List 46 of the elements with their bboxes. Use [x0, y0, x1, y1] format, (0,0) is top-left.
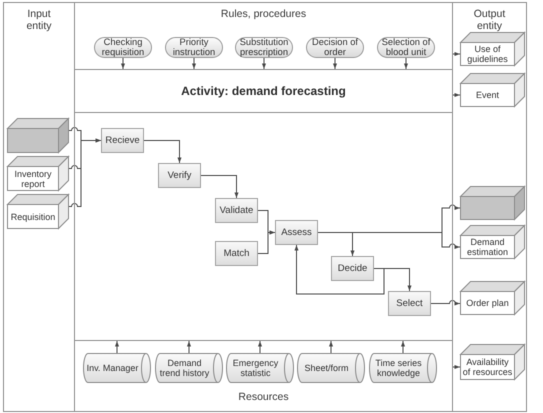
process-step: Select	[388, 291, 431, 316]
arrow	[294, 244, 384, 294]
arrow	[200, 175, 239, 198]
process-step: Validate	[215, 198, 258, 223]
lane-title: Resources	[238, 392, 289, 403]
arrow	[400, 340, 406, 354]
arrow	[328, 340, 334, 354]
process-step: Match	[215, 241, 258, 266]
blank-block	[460, 186, 525, 220]
arrow	[404, 58, 408, 70]
activity-title: Activity: demand forecasting	[181, 84, 346, 98]
arrow	[258, 340, 262, 354]
process-step: Recieve	[101, 128, 144, 153]
arrow	[120, 58, 126, 70]
rule-tag: Checking requisition	[94, 37, 152, 58]
lane-title: Rules, procedures	[220, 9, 306, 20]
arrow	[430, 300, 460, 306]
arrow	[452, 52, 460, 56]
lane-title: Output entity	[472, 9, 506, 32]
arrow	[452, 92, 460, 98]
arrow	[452, 364, 460, 370]
rule-tag: Decision of order	[306, 37, 364, 58]
rule-tag: Priority instruction	[165, 37, 223, 58]
lane-title: Input entity	[25, 9, 53, 32]
arrow	[68, 138, 102, 207]
resource-cylinder: Emergency statistic	[226, 353, 294, 383]
resource-cylinder: Sheet/form	[297, 353, 365, 383]
process-step: Assess	[275, 220, 318, 245]
process-step: Decide	[331, 256, 374, 281]
swimlane	[3, 2, 75, 412]
resource-cylinder: Inv. Manager	[83, 353, 151, 383]
arrow	[318, 232, 460, 250]
swimlane	[452, 2, 527, 412]
arrow	[332, 58, 338, 70]
arrow	[262, 58, 266, 70]
arrow	[114, 340, 120, 354]
rule-tag: Selection of blood unit	[377, 37, 435, 58]
arrow	[144, 140, 182, 164]
arrow	[258, 230, 276, 254]
resource-cylinder: Time series knowledge	[369, 353, 437, 383]
process-step: Verify	[158, 163, 201, 188]
rule-tag: Substitution prescription	[235, 37, 293, 58]
blank-block	[7, 118, 69, 153]
arrow	[186, 340, 192, 354]
arrow	[192, 58, 196, 70]
resource-cylinder: Demand trend history	[155, 353, 223, 383]
